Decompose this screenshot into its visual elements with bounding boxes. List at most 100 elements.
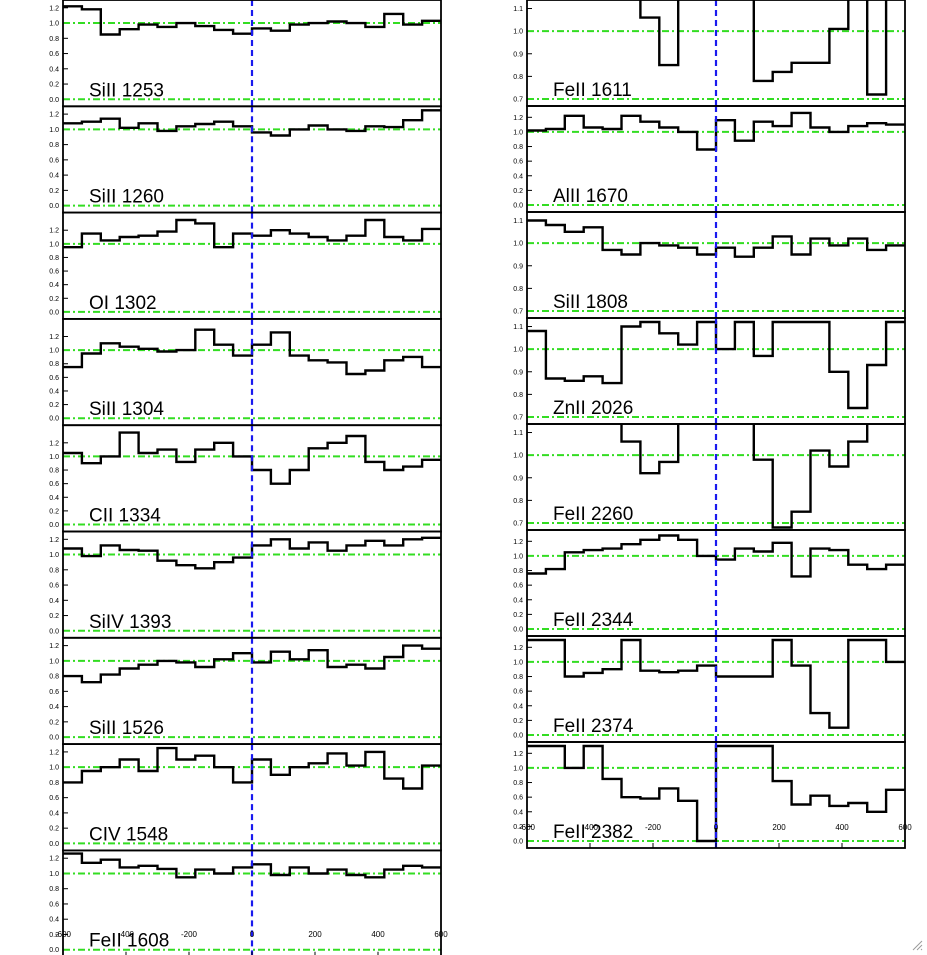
y-tick-label: 0.7 [513,521,523,528]
y-tick-label: 0.6 [49,157,59,164]
y-tick-label: 0.4 [513,809,523,816]
y-tick-label: 0.0 [513,733,523,740]
flux-histogram-line [527,219,905,258]
y-tick-label: 1.2 [49,643,59,650]
y-tick-label: 1.0 [49,21,59,28]
y-tick-label: 0.4 [49,598,59,605]
y-tick-label: 0.0 [49,841,59,848]
y-tick-label: 1.0 [49,127,59,134]
x-tick-label: -200 [181,930,198,939]
y-tick-label: 0.4 [513,597,523,604]
x-tick-label: 0 [250,930,255,939]
x-tick-label: -200 [645,823,662,832]
y-tick-label: 0.6 [513,795,523,802]
y-tick-label: 1.0 [49,552,59,559]
y-tick-label: 0.6 [49,795,59,802]
y-tick-label: 0.0 [49,522,59,529]
y-tick-label: 1.2 [49,5,59,12]
y-tick-label: 0.2 [513,612,523,619]
transition-label: SiII 1526 [89,718,164,739]
y-tick-label: 1.0 [49,241,59,248]
y-tick-label: 0.2 [49,826,59,833]
flux-histogram-line [63,746,441,790]
y-tick-label: 1.0 [513,241,523,248]
y-tick-label: 1.0 [513,765,523,772]
resize-grip-icon[interactable] [911,939,923,951]
y-tick-label: 0.4 [49,173,59,180]
y-tick-label: 1.0 [49,765,59,772]
x-tick-label: -400 [118,930,135,939]
x-tick-label: -400 [582,823,599,832]
y-tick-label: 0.9 [513,51,523,58]
transition-label: FeII 1611 [553,80,632,101]
y-tick-label: 0.2 [513,718,523,725]
y-tick-label: 0.0 [49,97,59,104]
flux-histogram-line [527,638,905,729]
flux-histogram-line [527,744,905,843]
y-tick-label: 1.2 [49,440,59,447]
y-tick-label: 1.0 [49,871,59,878]
y-tick-label: 0.0 [49,203,59,210]
y-tick-label: 0.2 [49,719,59,726]
transition-label: OI 1302 [89,293,157,314]
y-tick-label: 0.2 [49,296,59,303]
transition-label: SiII 1260 [89,187,164,208]
x-tick-label: 0 [714,823,719,832]
y-tick-label: 1.1 [513,430,523,437]
flux-histogram-line [63,431,441,485]
y-tick-label: 0.2 [513,824,523,831]
transition-label: SiII 1808 [553,292,628,313]
y-tick-label: 0.6 [49,689,59,696]
y-tick-label: 0.8 [49,468,59,475]
y-tick-label: 0.8 [49,886,59,893]
y-tick-label: 0.8 [513,568,523,575]
transition-label: FeII 2382 [553,822,633,843]
y-tick-label: 0.4 [49,282,59,289]
y-tick-label: 0.2 [49,508,59,515]
y-tick-label: 1.2 [49,856,59,863]
y-tick-label: 0.8 [49,780,59,787]
y-tick-label: 0.8 [49,255,59,262]
y-tick-label: 0.8 [513,74,523,81]
y-tick-label: 0.8 [513,498,523,505]
y-tick-label: 1.0 [49,454,59,461]
y-tick-label: 1.2 [49,749,59,756]
y-tick-label: 0.4 [49,810,59,817]
y-tick-label: 0.7 [513,415,523,422]
transition-label: AlII 1670 [553,186,628,207]
y-tick-label: 1.0 [513,347,523,354]
x-tick-label: 600 [434,930,448,939]
y-tick-label: 0.4 [49,66,59,73]
transition-label: SiII 1304 [89,399,164,420]
y-tick-label: 1.2 [49,228,59,235]
y-tick-label: 0.6 [513,689,523,696]
y-tick-label: 1.1 [513,6,523,13]
y-tick-label: 1.0 [49,348,59,355]
transition-label: FeII 1608 [89,931,169,952]
y-tick-label: 0.6 [49,583,59,590]
y-tick-label: 0.0 [49,416,59,423]
y-tick-label: 0.4 [49,388,59,395]
y-tick-label: 0.0 [513,627,523,634]
y-tick-label: 1.0 [513,129,523,136]
y-tick-label: 0.9 [513,369,523,376]
y-tick-label: 0.6 [49,269,59,276]
y-tick-label: 0.8 [49,36,59,43]
y-tick-label: 0.2 [49,932,59,939]
y-tick-label: 0.4 [513,173,523,180]
y-tick-label: 0.7 [513,97,523,104]
y-tick-label: 0.8 [513,392,523,399]
y-tick-label: 0.8 [513,780,523,787]
